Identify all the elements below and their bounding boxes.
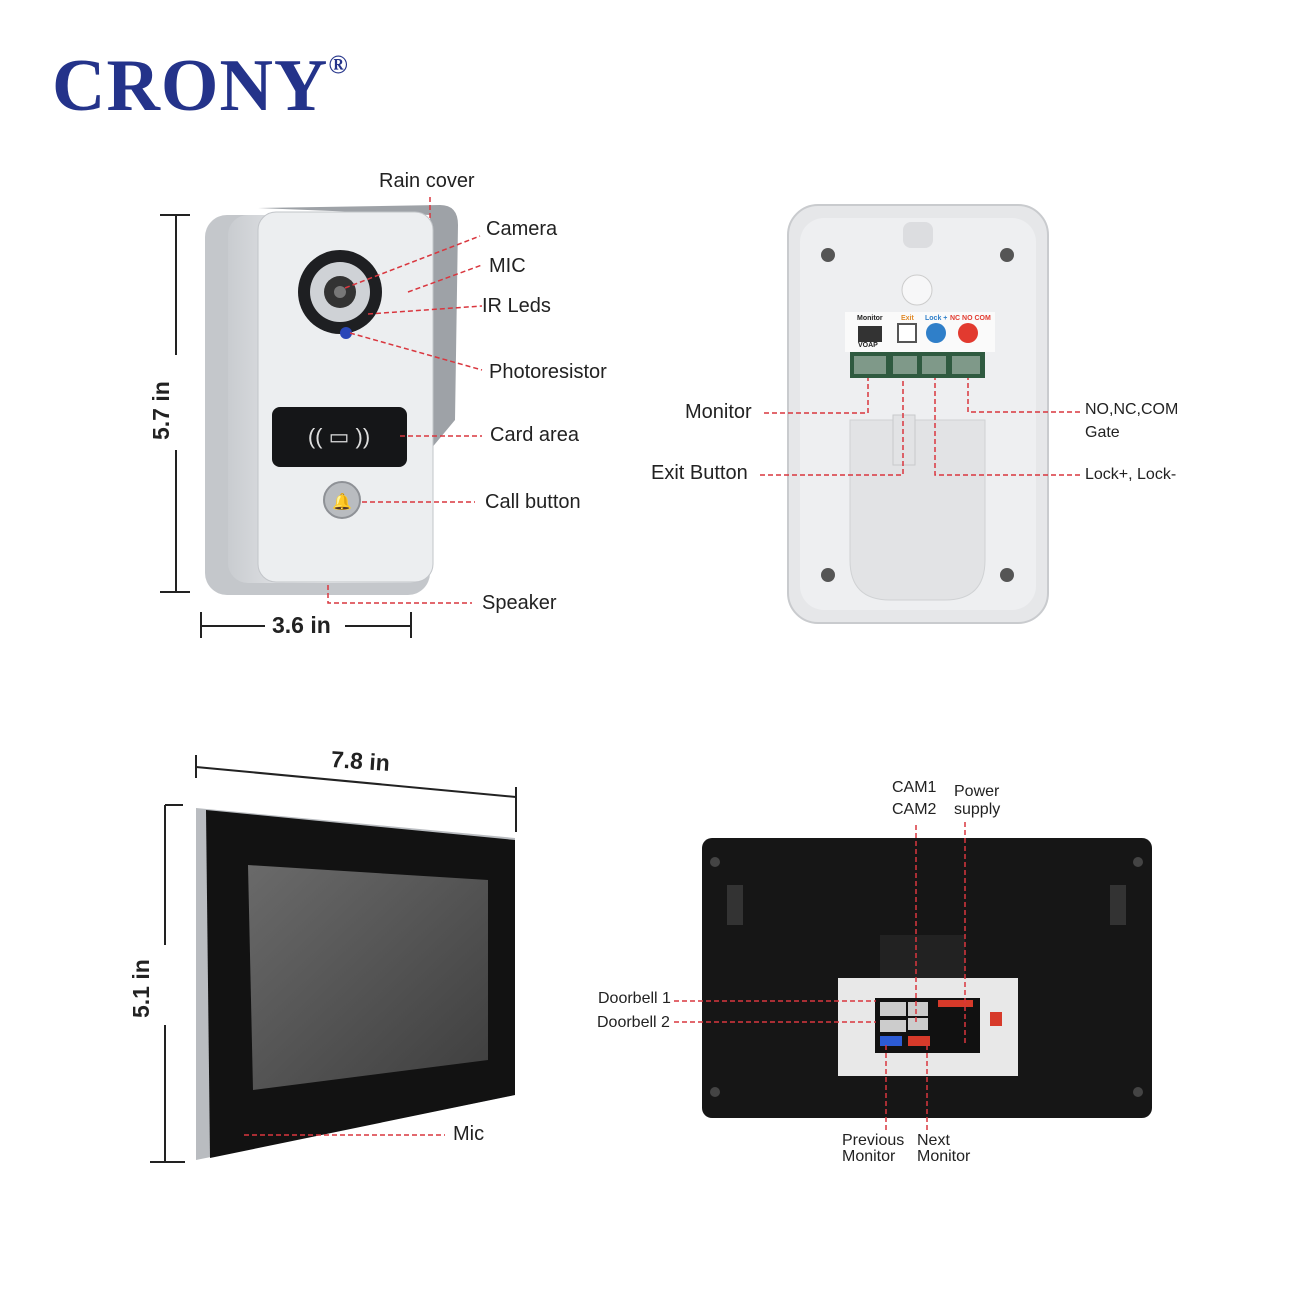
dimension-lines [150,214,517,1163]
label-mic: MIC [489,255,526,277]
doorbell-front-unit: (( ▭ )) 🔔 [205,205,458,595]
label-photoresistor: Photoresistor [489,361,607,383]
terminal-label-monitor: Monitor [857,315,883,322]
label-next: Next [917,1132,950,1149]
label-call-button: Call button [485,491,581,513]
label-cam1: CAM1 [892,779,937,796]
monitor-width: 7.8 in [330,745,391,777]
label-no-nc-com: NO,NC,COM [1085,401,1179,418]
doorbell-back-leaders [760,378,1080,476]
label-lock: Lock+, Lock- [1085,466,1177,483]
label-monitor-mic: Mic [453,1123,485,1145]
terminal-label-exit: Exit [901,315,914,322]
label-gate: Gate [1085,424,1120,441]
label-speaker: Speaker [482,592,557,614]
label-next-monitor: Monitor [917,1148,971,1165]
brand-name: CRONY [52,45,329,127]
photoresistor [340,327,352,339]
doorbell-back-unit [787,204,1049,624]
label-monitor-terminal: Monitor [685,401,752,423]
monitor-back-leaders [674,822,966,1132]
label-power: Power [954,783,1000,800]
rain-cover [258,205,458,450]
label-supply: supply [954,801,1001,818]
card-area [272,407,407,467]
registered-mark: ® [328,50,349,79]
terminal-label-nc-no-com: NC NO COM [950,315,991,322]
label-rain-cover: Rain cover [379,170,475,192]
doorbell-width: 3.6 in [272,612,331,638]
label-doorbell-1: Doorbell 1 [598,990,671,1007]
svg-text:(( ▭ )): (( ▭ )) [308,424,370,449]
label-previous: Previous [842,1132,905,1149]
doorbell-front-leaders [327,197,483,604]
label-card-area: Card area [490,424,579,446]
brand-logo: CRONY® [52,44,349,129]
label-previous-monitor: Monitor [842,1148,896,1165]
monitor-front-unit [196,808,515,1160]
monitor-screen [248,865,488,1090]
monitor-back-unit [702,838,1152,1118]
label-ir-leds: IR Leds [482,295,551,317]
label-camera: Camera [486,218,558,240]
monitor-height: 5.1 in [128,959,154,1018]
terminal-label-lock: Lock + [925,315,948,322]
doorbell-height: 5.7 in [148,381,174,440]
label-cam2: CAM2 [892,801,937,818]
terminal-label-voap: VOAP [858,342,878,349]
svg-text:🔔: 🔔 [332,493,352,511]
label-doorbell-2: Doorbell 2 [597,1014,670,1031]
call-button [323,481,361,519]
label-exit-button: Exit Button [651,462,748,484]
